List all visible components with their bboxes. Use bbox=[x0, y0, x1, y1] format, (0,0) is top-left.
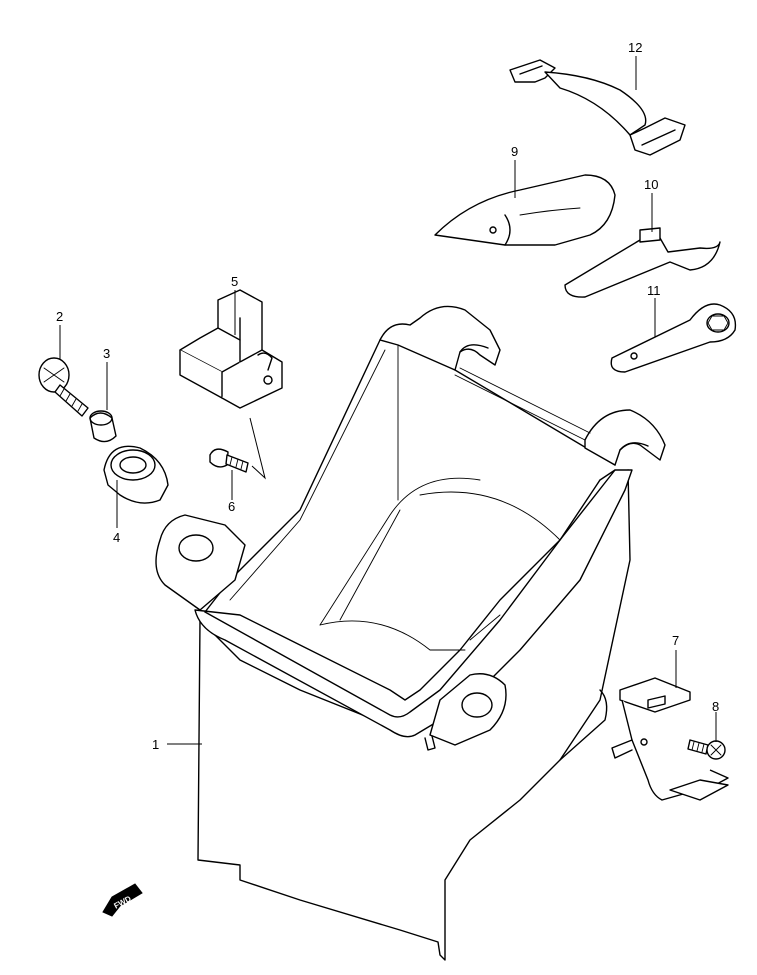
part-9-tool-bag bbox=[434, 174, 616, 246]
callout-2: 2 bbox=[56, 309, 63, 324]
fwd-marker: FWD bbox=[102, 883, 143, 917]
callout-numbers: 1 2 3 4 5 6 7 8 9 10 11 12 bbox=[56, 40, 719, 752]
part-2-screw bbox=[38, 357, 89, 417]
callout-7: 7 bbox=[672, 633, 679, 648]
part-8-bolt bbox=[687, 739, 726, 760]
part-11-ring-wrench bbox=[610, 303, 737, 373]
part-1-battery-tray bbox=[155, 305, 666, 961]
callout-6: 6 bbox=[228, 499, 235, 514]
callout-5: 5 bbox=[231, 274, 238, 289]
part-12-strap bbox=[509, 59, 686, 156]
part-10-spanner bbox=[564, 227, 721, 298]
callout-11: 11 bbox=[647, 283, 661, 298]
callout-3: 3 bbox=[103, 346, 110, 361]
callout-8: 8 bbox=[712, 699, 719, 714]
callout-4: 4 bbox=[113, 530, 120, 545]
part-6-bolt bbox=[209, 417, 266, 480]
callout-1: 1 bbox=[152, 737, 159, 752]
part-5-bracket bbox=[179, 289, 283, 409]
callout-12: 12 bbox=[628, 40, 642, 55]
callout-10: 10 bbox=[644, 177, 658, 192]
part-3-collar bbox=[89, 410, 117, 443]
part-4-grommet bbox=[103, 445, 169, 504]
part-7-bracket bbox=[611, 677, 729, 801]
callout-9: 9 bbox=[511, 144, 518, 159]
leader-lines bbox=[59, 56, 717, 745]
